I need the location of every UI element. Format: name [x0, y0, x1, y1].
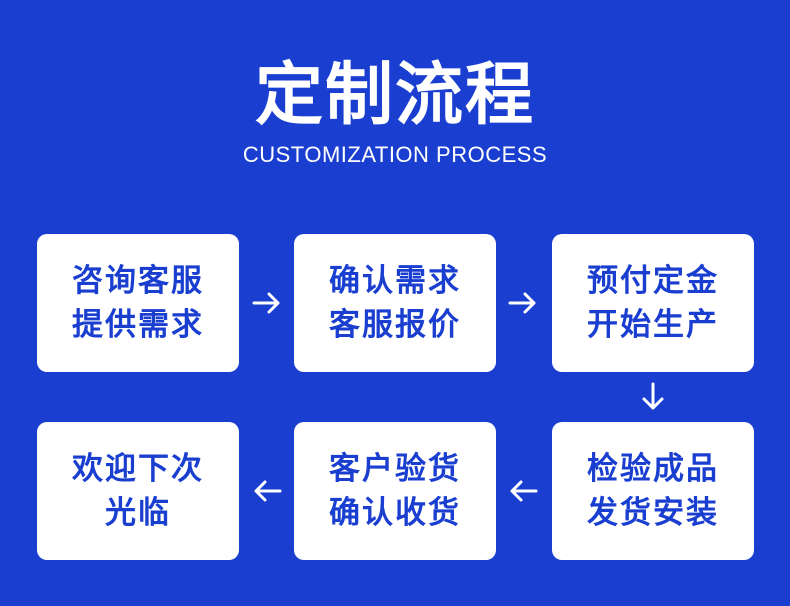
step-1-line-2: 提供需求 — [72, 307, 204, 343]
step-card-4: 检验成品 发货安装 — [552, 422, 754, 560]
step-2-line-2: 客服报价 — [329, 307, 461, 343]
step-card-3: 预付定金 开始生产 — [552, 234, 754, 372]
step-card-5: 客户验货 确认收货 — [294, 422, 496, 560]
arrow-down-icon — [636, 380, 670, 414]
step-6-line-2: 光临 — [105, 495, 171, 531]
step-card-2: 确认需求 客服报价 — [294, 234, 496, 372]
step-2-line-1: 确认需求 — [329, 263, 461, 299]
step-3-line-2: 开始生产 — [587, 307, 719, 343]
step-card-6: 欢迎下次 光临 — [37, 422, 239, 560]
arrow-left-icon — [506, 474, 540, 508]
step-4-line-1: 检验成品 — [587, 451, 719, 487]
step-card-1: 咨询客服 提供需求 — [37, 234, 239, 372]
step-5-line-2: 确认收货 — [329, 495, 461, 531]
step-5-line-1: 客户验货 — [329, 451, 461, 487]
page-title: 定制流程 — [254, 56, 535, 135]
page-subtitle: CUSTOMIZATION PROCESS — [242, 142, 548, 167]
step-1-line-1: 咨询客服 — [72, 263, 204, 299]
step-6-line-1: 欢迎下次 — [72, 451, 204, 487]
step-4-line-2: 发货安装 — [587, 495, 719, 531]
arrow-right-icon — [250, 286, 284, 320]
arrow-right-icon — [506, 286, 540, 320]
arrow-left-icon — [250, 474, 284, 508]
step-3-line-1: 预付定金 — [587, 263, 719, 299]
